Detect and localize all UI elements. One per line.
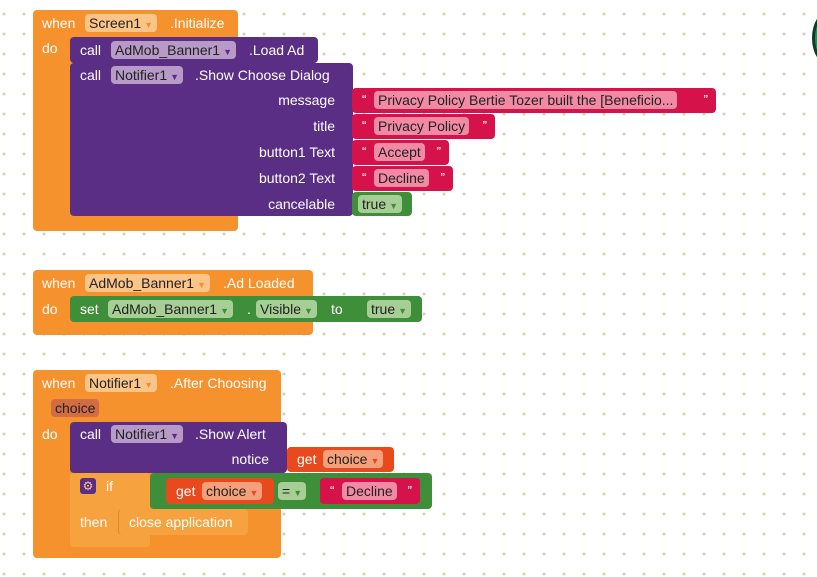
boolean-dropdown[interactable]: true▼ [367, 300, 412, 318]
quote-open: “ [362, 170, 367, 185]
method-name: .Show Alert [195, 426, 266, 442]
when-label: when [42, 375, 76, 391]
do-label: do [42, 40, 58, 56]
get-label: get [176, 483, 196, 499]
call-show-alert-block[interactable]: call Notifier1▼ .Show Alert notice [70, 422, 287, 473]
component-dropdown[interactable]: Notifier1▼ [111, 66, 184, 84]
dropdown-arrow-icon: ▼ [370, 456, 380, 466]
close-application-label: close application [129, 514, 233, 530]
call-show-choose-dialog-block[interactable]: call Notifier1▼ .Show Choose Dialog mess… [70, 63, 353, 216]
quote-close: ” [407, 483, 412, 498]
method-name: .Show Choose Dialog [195, 67, 330, 83]
component-dropdown[interactable]: Notifier1▼ [111, 425, 184, 443]
dropdown-arrow-icon: ▼ [170, 431, 180, 441]
gear-icon[interactable]: ⚙ [80, 478, 96, 494]
dropdown-arrow-icon: ▼ [220, 306, 229, 316]
get-label: get [297, 451, 317, 467]
dropdown-arrow-icon: ▼ [389, 201, 399, 211]
call-load-ad-block[interactable]: call AdMob_Banner1▼ .Load Ad [70, 37, 318, 63]
boolean-dropdown[interactable]: true▼ [358, 195, 403, 213]
operator-dropdown[interactable]: =▼ [278, 482, 307, 500]
arg-label-cancelable: cancelable [268, 196, 335, 212]
quote-close: ” [440, 170, 445, 185]
get-choice-block[interactable]: get choice▼ [287, 447, 394, 472]
component-dropdown[interactable]: AdMob_Banner1▼ [85, 274, 210, 292]
quote-open: “ [362, 92, 367, 107]
quote-open: “ [362, 144, 367, 159]
event-name: .Ad Loaded [223, 275, 295, 291]
variable-dropdown[interactable]: choice▼ [323, 450, 384, 468]
when-label: when [42, 275, 76, 291]
when-label: when [42, 15, 76, 31]
do-label: do [42, 426, 58, 442]
set-label: set [80, 301, 99, 317]
arg-label-button2: button2 Text [258, 170, 335, 186]
dropdown-arrow-icon: ▼ [144, 20, 154, 30]
component-dropdown[interactable]: Screen1▼ [85, 14, 158, 32]
dropdown-arrow-icon: ▼ [170, 72, 180, 82]
text-value[interactable]: Decline [374, 169, 429, 187]
quote-close: ” [482, 118, 487, 133]
do-label: do [42, 301, 58, 317]
event-name: .Initialize [170, 15, 225, 31]
dropdown-arrow-icon: ▼ [197, 280, 206, 290]
quote-open: “ [330, 483, 335, 498]
text-block-message[interactable]: “ Privacy Policy Bertie Tozer built the [… [352, 88, 716, 113]
variable-dropdown[interactable]: choice▼ [202, 482, 263, 500]
then-label: then [80, 514, 108, 530]
close-application-block[interactable]: close application [118, 509, 248, 535]
event-name: .After Choosing [170, 375, 267, 391]
compare-block[interactable]: get choice▼ =▼ “ Decline ” [150, 473, 432, 509]
quote-close: ” [703, 92, 708, 107]
text-value[interactable]: Privacy Policy Bertie Tozer built the [B… [374, 91, 678, 109]
text-value[interactable]: Privacy Policy [374, 117, 470, 135]
component-dropdown[interactable]: Notifier1▼ [85, 374, 158, 392]
arg-label-message: message [278, 92, 335, 108]
dropdown-arrow-icon: ▼ [249, 488, 259, 498]
call-label: call [80, 42, 102, 58]
call-label: call [80, 426, 102, 442]
parameter-choice[interactable]: choice [51, 399, 100, 417]
get-choice-block[interactable]: get choice▼ [166, 478, 274, 504]
dropdown-arrow-icon: ▼ [293, 488, 303, 498]
text-block-accept[interactable]: “ Accept ” [352, 140, 449, 165]
partial-green-control [812, 10, 817, 66]
call-label: call [80, 67, 102, 83]
boolean-true-block[interactable]: true▼ [352, 192, 412, 216]
set-property-block[interactable]: set AdMob_Banner1▼ . Visible▼ to true▼ [70, 296, 422, 322]
to-label: to [331, 301, 343, 317]
text-value[interactable]: Accept [374, 143, 425, 161]
dropdown-arrow-icon: ▼ [304, 306, 313, 316]
arg-label-title: title [313, 118, 335, 134]
dropdown-arrow-icon: ▼ [144, 380, 154, 390]
if-label: if [106, 478, 113, 494]
dot-label: . [247, 301, 251, 317]
method-name: .Load Ad [249, 42, 305, 58]
text-block-decline[interactable]: “ Decline ” [320, 478, 420, 504]
text-block-title[interactable]: “ Privacy Policy ” [352, 114, 495, 139]
dropdown-arrow-icon: ▼ [398, 306, 408, 316]
arg-label-button1: button1 Text [258, 144, 335, 160]
arg-label-notice: notice [231, 451, 269, 467]
property-dropdown[interactable]: Visible▼ [256, 300, 317, 318]
component-dropdown[interactable]: AdMob_Banner1▼ [108, 300, 233, 318]
dropdown-arrow-icon: ▼ [223, 47, 232, 57]
text-block-decline[interactable]: “ Decline ” [352, 166, 453, 191]
component-dropdown[interactable]: AdMob_Banner1▼ [111, 41, 236, 59]
text-value[interactable]: Decline [342, 482, 397, 500]
quote-close: ” [436, 144, 441, 159]
quote-open: “ [362, 118, 367, 133]
